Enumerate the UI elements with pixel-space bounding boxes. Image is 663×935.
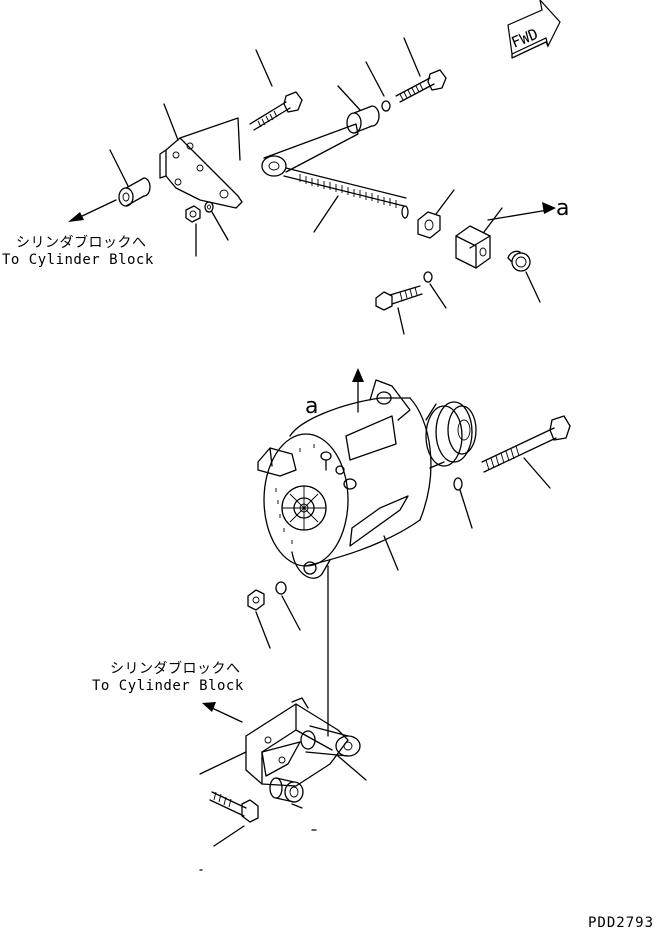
upper-hex-nut (185, 205, 201, 223)
upper-washer-small (204, 201, 214, 213)
upper-note-jp: シリンダブロックへ (16, 235, 147, 251)
upper-spacer-middle (346, 105, 380, 134)
lower-mounting-bracket (245, 697, 361, 787)
fwd-direction-badge: FWD (507, 0, 561, 59)
drawing-code: PDD2793 (588, 915, 655, 931)
upper-washer-middle (381, 100, 391, 112)
view-marker-lower: a (305, 394, 319, 419)
adjust-washer (423, 271, 433, 283)
adjusting-link-rod (261, 123, 409, 219)
upper-note-en: To Cylinder Block (2, 252, 154, 268)
upper-mounting-bracket (159, 117, 243, 209)
lower-leader-lines (199, 751, 367, 871)
adjust-block (455, 225, 491, 269)
alternator-through-bolt (453, 415, 571, 491)
upper-spacer-left (118, 177, 151, 207)
adjust-sleeve (507, 250, 531, 272)
alternator-nut (247, 589, 265, 611)
upper-direction-arrows (68, 199, 556, 222)
lower-spacer (269, 777, 304, 803)
lower-note-jp: シリンダブロックへ (110, 661, 241, 677)
lower-bolt (209, 791, 259, 823)
adjust-bolt (375, 285, 423, 311)
view-a-arrow (352, 368, 364, 413)
view-marker-upper: a (556, 196, 570, 221)
lower-direction-arrow (202, 702, 243, 723)
upper-leader-lines (109, 37, 549, 335)
alternator (257, 379, 477, 579)
upper-bolt-2 (395, 69, 447, 103)
upper-adjust-nut (417, 211, 441, 239)
upper-bolt-1 (249, 91, 303, 131)
alternator-washer (275, 581, 287, 595)
lower-note-en: To Cylinder Block (92, 678, 244, 694)
alternator-leader-lines (255, 457, 551, 649)
